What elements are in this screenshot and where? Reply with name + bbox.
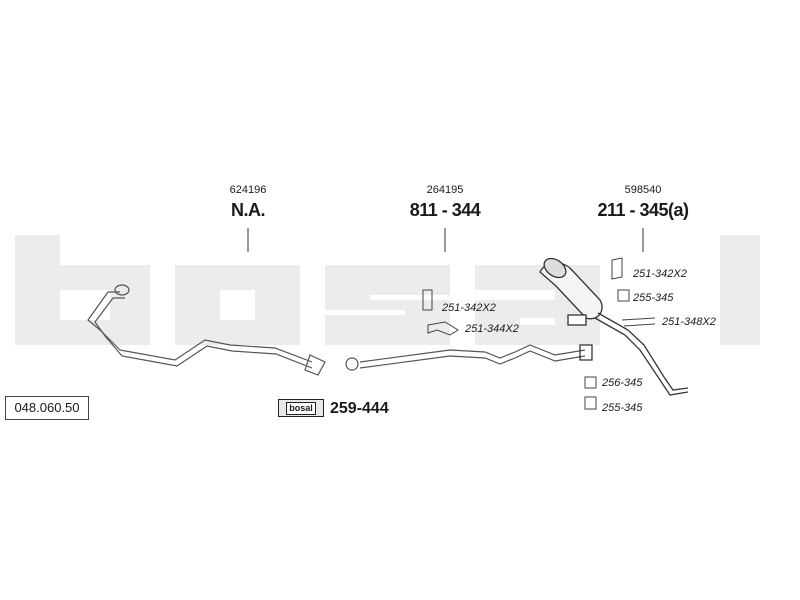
fitting-label-6: 256-345 — [602, 377, 643, 389]
fitting-label-4: 255-345 — [633, 292, 674, 304]
fitting-icons — [422, 257, 656, 410]
oem-number-3: 598540 — [624, 184, 662, 196]
oem-number-2: 264195 — [426, 184, 464, 196]
oem-number-1: 624196 — [229, 184, 267, 196]
kit-logo-text: bosal — [286, 402, 316, 415]
fitting-label-3: 251-342X2 — [633, 268, 687, 280]
rear-silencer — [539, 257, 689, 396]
part-number-1: N.A. — [231, 200, 266, 220]
middle-pipe — [345, 344, 586, 371]
bosal-watermark — [15, 235, 760, 345]
part-number-2: 811 - 344 — [409, 200, 481, 220]
kit-logo-box: bosal — [278, 399, 324, 417]
part-number-3: 211 - 345(a) — [597, 200, 689, 220]
front-pipe — [87, 284, 326, 376]
fitting-label-5: 251-348X2 — [662, 316, 716, 328]
diagram-code: 048.060.50 — [5, 396, 89, 420]
fitting-label-2: 251-344X2 — [465, 323, 519, 335]
fitting-label-7: 255-345 — [602, 402, 643, 414]
kit-number: 259-444 — [330, 400, 389, 417]
fitting-label-1: 251-342X2 — [442, 302, 496, 314]
